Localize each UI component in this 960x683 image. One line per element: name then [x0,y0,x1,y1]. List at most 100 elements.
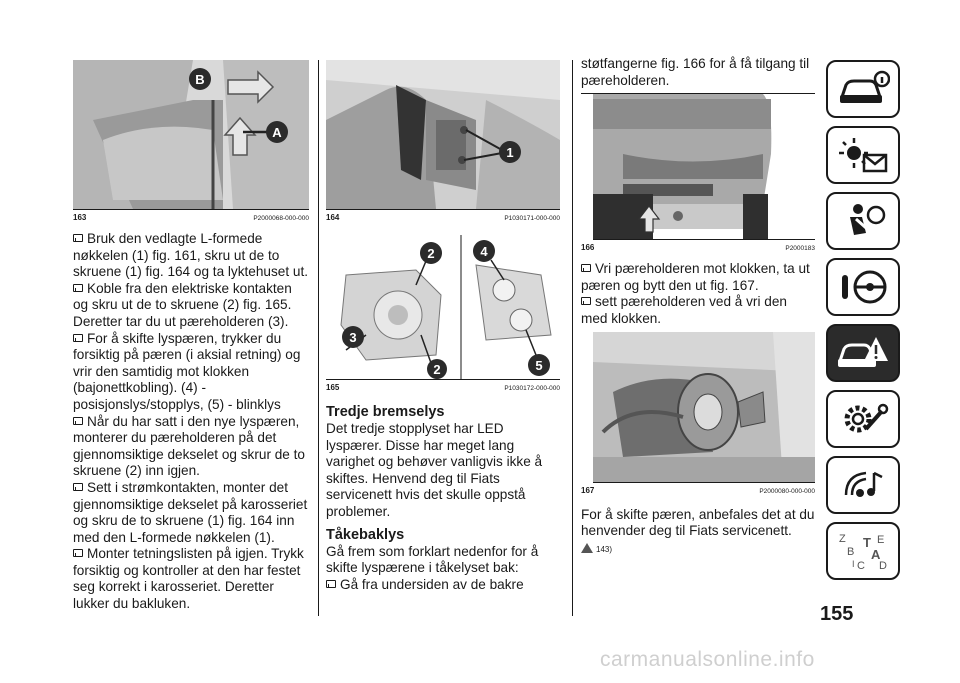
figure-code: P2000068-000-000 [253,215,309,222]
media-music-icon [844,471,883,497]
checkbox-icon [73,234,83,242]
figure-166-caption: 166 P2000183 [581,243,815,252]
checkbox-icon [326,579,336,588]
callout-2-top: 2 [427,246,434,261]
index-letter: Z [839,533,846,545]
warning-triangle-icon [581,542,593,553]
callout-a: A [272,125,282,140]
checkbox-icon [73,283,83,292]
car-info-icon [839,70,890,103]
figure-number: 166 [581,243,595,253]
tab-car-info[interactable] [826,60,900,118]
figure-166-top-rule [581,93,815,95]
index-letter: B [847,546,854,558]
callout-2-bottom: 2 [433,362,440,377]
tab-emergency[interactable] [826,324,900,382]
step: Bruk den vedlagte L-formede nøkkelen (1)… [73,231,309,280]
figure-number: 167 [581,485,595,495]
callout-5: 5 [535,358,542,373]
text-col3-steps: Vri pæreholderen mot klokken, ta ut pære… [581,261,815,327]
checkbox-icon [73,549,83,558]
warning-light-message-icon [839,138,888,173]
step: For å skifte lyspæren, trykker du forsik… [73,330,301,412]
airbag-seat-icon [850,204,886,237]
index-letter: I [852,559,855,569]
step: Monter tetningslisten på igjen. Trykk fo… [73,546,304,612]
callout-2-top-circle [420,242,442,264]
figure-167-caption: 167 P2000080-000-000 [581,486,815,495]
step: sett pæreholderen ved å vri den med klok… [581,294,787,326]
callout-3: 3 [349,330,356,345]
callout-b: B [195,72,204,87]
callout-b-circle [189,68,211,90]
watermark-footer: carmanualsonline.info [600,648,815,671]
figure-167-image [593,331,815,482]
figure-number: 164 [326,213,340,222]
tab-multimedia[interactable] [826,456,900,514]
callout-4-circle [473,240,495,262]
checkbox-icon [581,297,591,306]
callout-a-circle [266,121,288,143]
warning-reference: 143) [581,542,815,554]
figure-164: 1 [326,60,560,210]
tab-maintenance[interactable] [826,390,900,448]
figure-code: P1030171-000-000 [504,215,560,222]
figure-163: B A [73,60,309,210]
figure-163-image: B A [73,60,309,209]
text-col3-final: For å skifte pæren, anbefales det at du … [581,507,815,540]
checkbox-icon [581,264,591,273]
callout-3-circle [342,326,364,348]
callout-4: 4 [480,244,488,259]
column-divider [318,60,319,616]
car-breakdown-warning-icon [837,337,888,367]
index-letter: T [863,535,871,550]
step: Når du har satt i den nye lyspæren, mont… [73,413,305,479]
tab-driving[interactable] [826,258,900,316]
index-letter: D [879,560,887,572]
tab-warning-lights[interactable] [826,126,900,184]
paragraph: Det tredje stopplyset har LED lyspærer. … [326,421,543,519]
figure-number: 163 [73,213,87,222]
checkbox-icon [73,416,83,425]
section-heading-rear-fog-light: Tåkebaklys [326,526,405,543]
step: Sett i strømkontakten, monter det gjenno… [73,479,308,545]
steering-key-icon [842,270,887,304]
instructions-col1: Bruk den vedlagte L-formede nøkkelen (1)… [73,231,309,613]
figure-code: P2000183 [785,245,815,253]
step: Gå fra undersiden av de bakre [326,577,560,594]
paragraph: støtfangerne fig. 166 for å få tilgang t… [581,56,810,88]
column-3: støtfangerne fig. 166 for å få tilgang t… [581,56,815,554]
figure-code: P1030172-000-000 [504,385,560,392]
figure-number: 165 [326,383,340,392]
index-letter: E [877,534,884,546]
figure-165-image: 2 3 2 4 5 [326,235,560,379]
step: Vri pæreholderen mot klokken, ta ut pære… [581,261,810,293]
step: Koble fra den elektriske kontakten og sk… [73,280,292,329]
column-divider [572,60,573,616]
callout-1-circle [499,141,521,163]
tab-safety[interactable] [826,192,900,250]
page-number: 155 [820,603,854,625]
paragraph: Gå frem som forklart nedenfor for å skif… [326,543,539,576]
callout-5-circle [528,354,550,376]
index-letter: A [871,547,881,562]
callout-2-bottom-circle [427,359,447,379]
figure-code: P2000080-000-000 [759,487,815,495]
tab-index[interactable]: Z B C I T A E D [826,522,900,580]
figure-165-caption: 165 P1030172-000-000 [326,383,560,392]
index-letter: C [857,560,865,572]
figure-167 [593,331,815,483]
checkbox-icon [73,333,83,342]
wrench-gear-icon [844,403,889,433]
section-heading-third-brake-light: Tredje bremselys [326,404,445,420]
figure-166 [593,94,815,241]
paragraph: For å skifte pæren, anbefales det at du … [581,506,815,539]
figure-163-caption: 163 P2000068-000-000 [73,213,309,222]
callout-1: 1 [506,145,513,160]
figure-165: 2 3 2 4 5 [326,235,560,380]
figure-166-image [593,94,815,240]
text-col3-intro: støtfangerne fig. 166 for å få tilgang t… [581,56,815,89]
text-col2: Tredje bremselys Det tredje stopplyset h… [326,404,560,593]
figure-164-image: 1 [326,60,560,209]
column-1: B A 163 P2000068-000-000 Bruk den vedlag… [73,60,309,613]
